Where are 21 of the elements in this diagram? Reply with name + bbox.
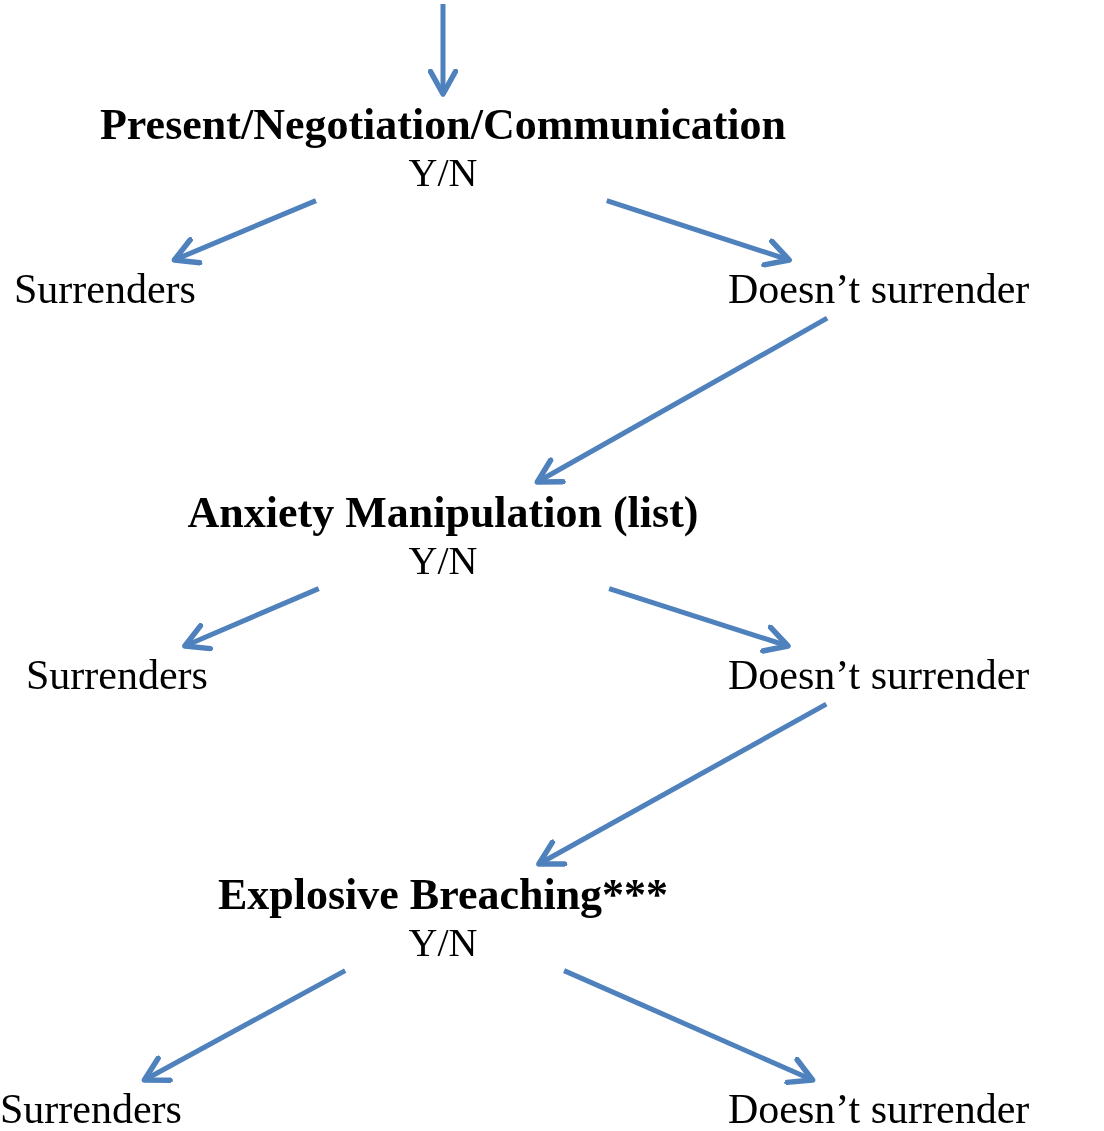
- yes-no-label: Y/N: [408, 538, 478, 583]
- arrow: [536, 702, 828, 867]
- yes-no-label: Y/N: [408, 150, 478, 195]
- arrow: [608, 586, 791, 654]
- step-title: Explosive Breaching***: [217, 870, 669, 921]
- arrow: [563, 968, 816, 1086]
- outcome-label: Surrenders: [26, 652, 208, 699]
- arrow: [171, 198, 317, 266]
- yes-no-label: Y/N: [408, 920, 478, 965]
- outcome-label: Doesn’t surrender: [728, 1086, 1030, 1131]
- arrow: [182, 586, 320, 652]
- outcome-label: Surrenders: [14, 266, 196, 313]
- arrow: [605, 198, 792, 268]
- outcome-label: Doesn’t surrender: [728, 652, 1030, 699]
- step-title: Anxiety Manipulation (list): [187, 488, 699, 539]
- arrow: [427, 4, 459, 97]
- outcome-label: Surrenders: [0, 1086, 182, 1131]
- arrow: [141, 968, 347, 1083]
- outcome-label: Doesn’t surrender: [728, 266, 1030, 313]
- arrow: [534, 316, 829, 485]
- step-title: Present/Negotiation/Communication: [100, 100, 786, 151]
